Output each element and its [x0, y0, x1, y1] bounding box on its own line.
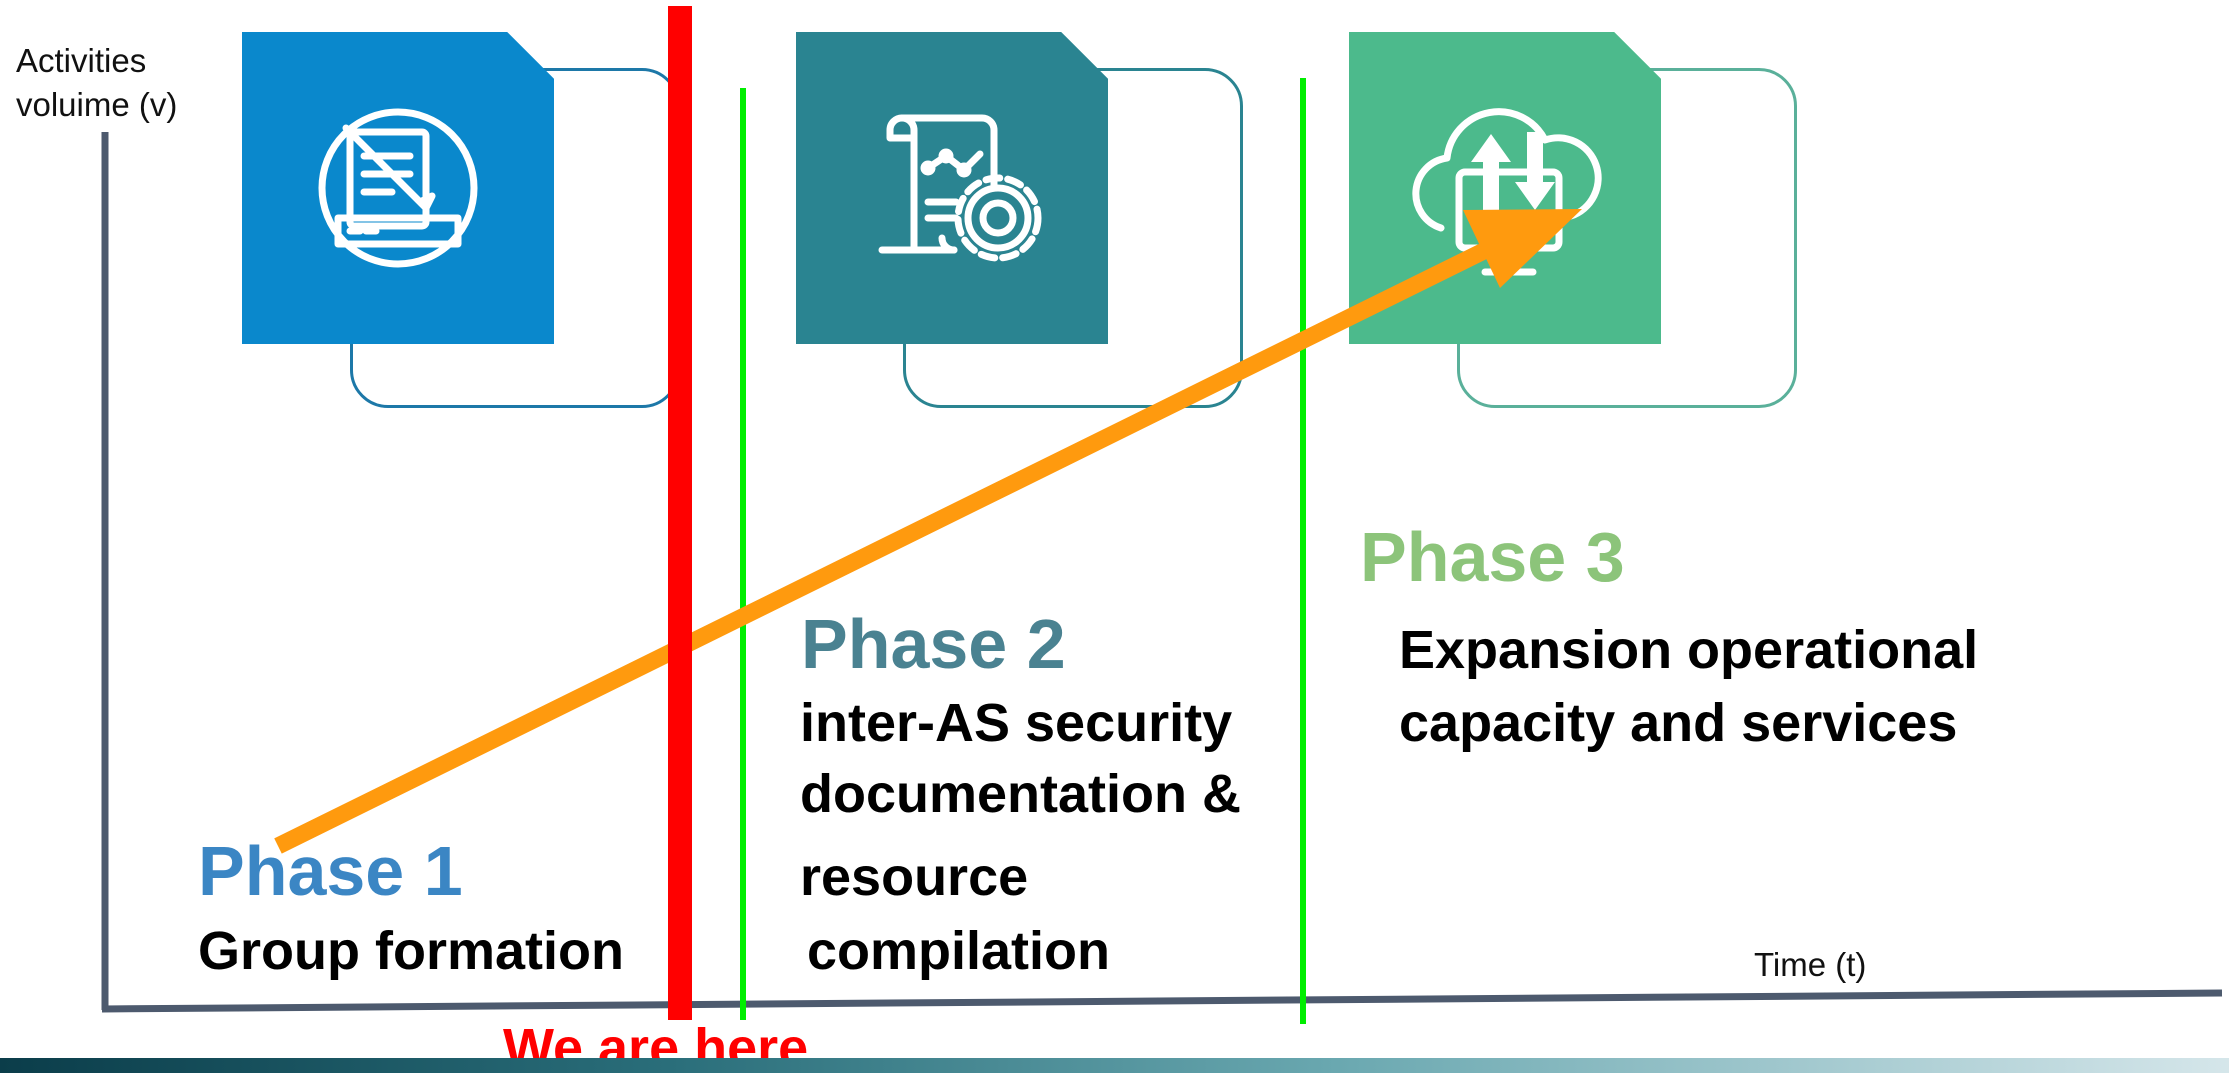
x-axis-label: Time (t): [1754, 946, 1867, 983]
trend-arrow-shaft: [274, 236, 1502, 854]
current-position-marker: [668, 6, 692, 1020]
phase-2-description-line-2: documentation &: [800, 764, 1241, 824]
trend-arrow-head: [1463, 209, 1582, 288]
y-axis-label: Activities voluime (v): [16, 39, 177, 127]
bottom-decorative-band: [0, 1058, 2229, 1073]
phase-2-title: Phase 2: [801, 605, 1066, 683]
phase-3-description-line-2: capacity and services: [1399, 693, 1958, 753]
phase-3-description-line-1: Expansion operational: [1399, 620, 1979, 680]
script-gear-icon: [878, 114, 1042, 262]
phase-3-title: Phase 3: [1360, 518, 1625, 596]
phase-2-description-line-1: inter-AS security: [800, 693, 1233, 753]
phase-divider-1: [740, 88, 746, 1020]
y-axis-label-line2: voluime (v): [16, 86, 178, 123]
x-axis: [101, 989, 2223, 1013]
document-edit-icon: [318, 108, 478, 268]
phase-2-description-line-4: compilation: [807, 921, 1111, 981]
y-axis-label-line1: Activities: [16, 42, 147, 79]
phase-1-title: Phase 1: [198, 832, 463, 910]
phase-divider-2: [1300, 78, 1306, 1024]
phase-2-description-line-3: resource: [800, 847, 1029, 907]
phase-1-icon-tile: [242, 32, 554, 344]
phase-2-icon-tile: [796, 32, 1108, 344]
phase-1-description: Group formation: [198, 921, 624, 981]
